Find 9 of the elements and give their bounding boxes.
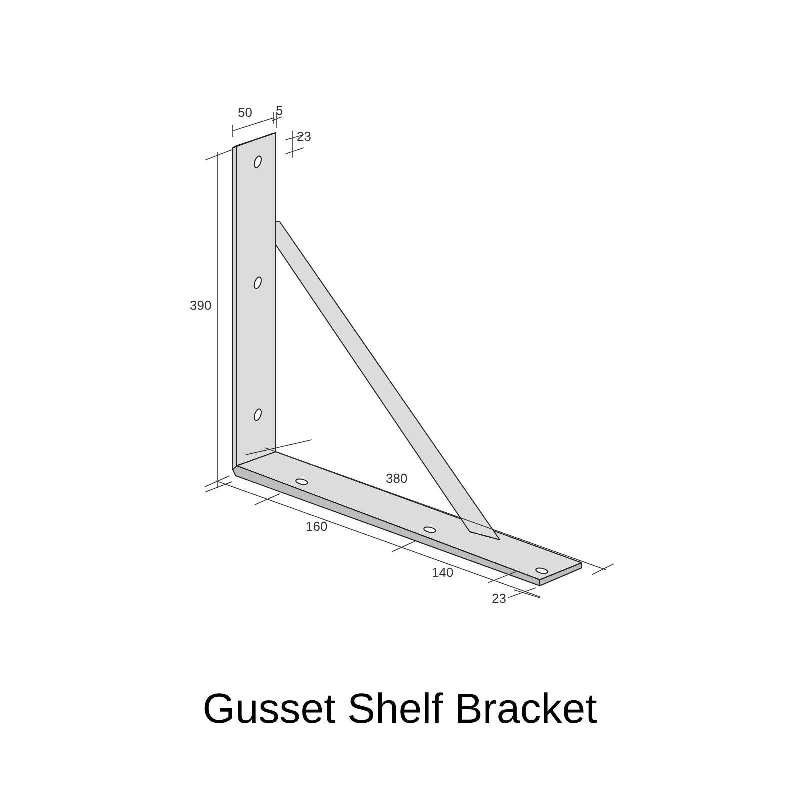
dimension-label: 23 xyxy=(492,592,506,605)
dimension-label: 380 xyxy=(386,472,408,485)
diagram-title: Gusset Shelf Bracket xyxy=(202,688,598,730)
dimension-label: 23 xyxy=(297,130,312,143)
dimension-label: 160 xyxy=(306,520,328,533)
dimension-label: 50 xyxy=(238,106,252,119)
dimension-label: 140 xyxy=(432,566,454,579)
dimension-label: 390 xyxy=(190,299,212,312)
dimension-label: 5 xyxy=(276,104,284,117)
